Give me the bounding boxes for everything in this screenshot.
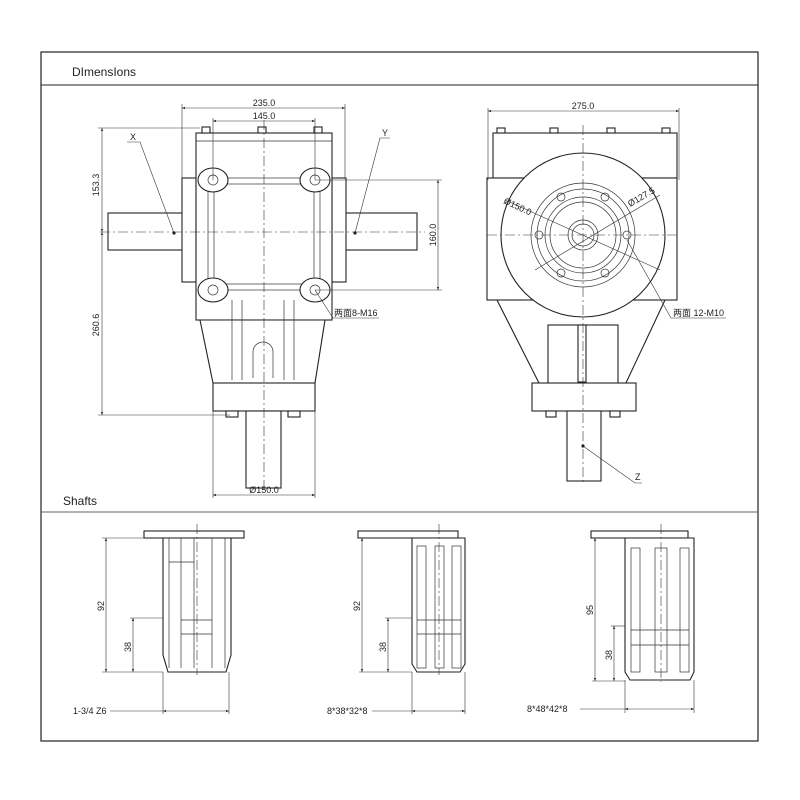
shaft-2-length: 92 xyxy=(352,601,362,611)
sheet-frame xyxy=(40,51,759,742)
label-y: Y xyxy=(382,128,388,138)
shaft-1-groove: 38 xyxy=(123,642,133,652)
front-view: 235.0 145.0 153.3 260.6 160.0 Ø150.0 X Y… xyxy=(91,98,442,498)
shaft-1: 92 38 1-3/4 Z6 xyxy=(73,524,245,716)
shaft-3: 95 38 8*48*42*8 xyxy=(527,524,695,714)
dim-height-lower: 260.6 xyxy=(91,314,101,337)
dim-height-bolts: 160.0 xyxy=(428,224,438,247)
shafts-heading: Shafts xyxy=(63,494,97,508)
shaft-2: 92 38 8*38*32*8 xyxy=(327,524,466,716)
dim-flange-dia: Ø150.0 xyxy=(249,485,279,495)
label-z: Z xyxy=(635,472,641,482)
shaft-1-length: 92 xyxy=(96,601,106,611)
front-bolt-note: 两面8-M16 xyxy=(334,308,378,318)
dim-side-width: 275.0 xyxy=(572,101,595,111)
label-x: X xyxy=(130,132,136,142)
shaft-3-spec: 8*48*42*8 xyxy=(527,704,568,714)
left-input-shaft xyxy=(107,212,185,251)
shaft-2-groove: 38 xyxy=(378,642,388,652)
shaft-1-spec: 1-3/4 Z6 xyxy=(73,706,107,716)
dim-width-bolts: 145.0 xyxy=(253,111,276,121)
dimensions-heading: DImensIons xyxy=(72,65,136,79)
side-view: 275.0 Ø150.0 Ø127.5 两面 12-M10 Z xyxy=(486,101,726,485)
shaft-2-spec: 8*38*32*8 xyxy=(327,706,368,716)
dim-width-outer: 235.0 xyxy=(253,98,276,108)
dim-height-upper: 153.3 xyxy=(91,174,101,197)
output-shaft xyxy=(245,410,282,489)
shaft-3-length: 95 xyxy=(585,605,595,615)
side-bolt-note: 两面 12-M10 xyxy=(673,308,724,318)
right-input-shaft xyxy=(344,212,418,251)
shaft-3-groove: 38 xyxy=(604,650,614,660)
